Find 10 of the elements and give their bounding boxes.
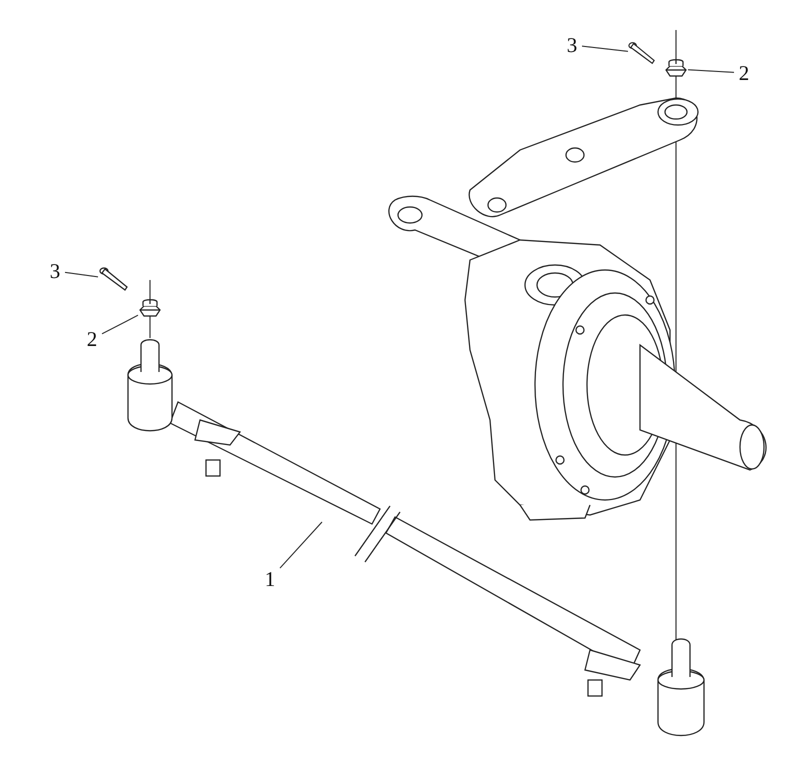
- callout-number: 3: [562, 32, 582, 58]
- callout-number: 3: [45, 258, 65, 284]
- callout-number: 2: [82, 326, 102, 352]
- leader-line: [102, 314, 138, 334]
- leader-line: [582, 46, 628, 52]
- leader-line: [64, 272, 98, 278]
- callout-number: 2: [734, 60, 754, 86]
- leader-line: [688, 69, 734, 73]
- leader-line: [280, 522, 322, 569]
- callout-number: 1: [260, 566, 280, 592]
